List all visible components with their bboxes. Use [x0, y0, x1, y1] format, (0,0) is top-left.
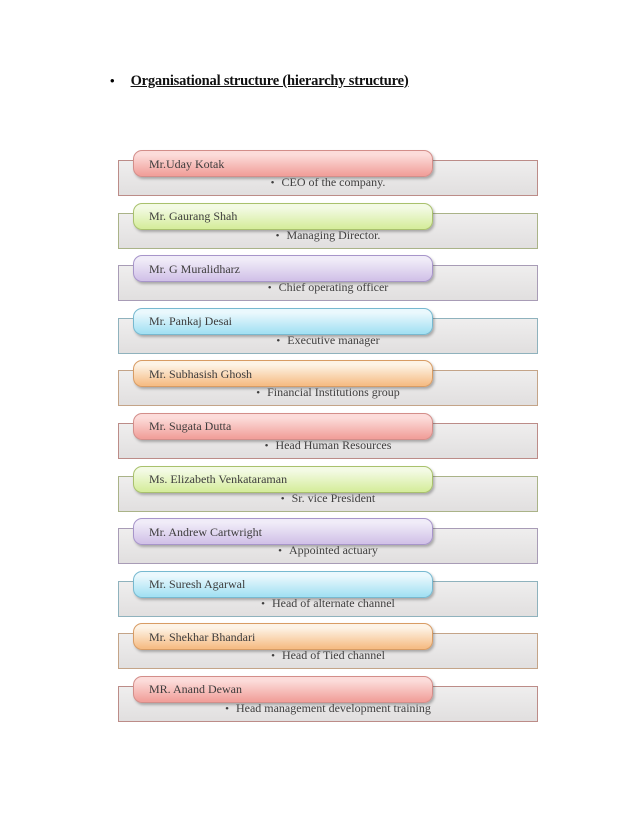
role-text: Head of Tied channel [281, 648, 385, 663]
name-label: Mr.Uday Kotak [149, 156, 225, 171]
role-text: Head Human Resources [275, 437, 392, 452]
org-hierarchy-list: • CEO of the company. Mr.Uday Kotak • Mana… [0, 150, 638, 729]
name-box: Mr. Suresh Agarwal [133, 570, 433, 598]
role-bullet: • [276, 334, 281, 347]
role-bullet: • [275, 229, 280, 242]
role-bullet: • [267, 282, 272, 295]
name-label: Mr. Gaurang Shah [149, 209, 238, 224]
name-label: Mr. Andrew Cartwright [149, 524, 262, 539]
role-text: CEO of the company. [281, 175, 386, 189]
role-label: • Head of Tied channel [119, 647, 537, 664]
org-item: • Sr. vice President Ms. Elizabeth Venkat… [0, 465, 638, 519]
role-text: Financial Institutions group [267, 385, 400, 400]
role-label: • Executive manager [119, 332, 537, 349]
org-item: • Financial Institutions group Mr. Subhas… [0, 360, 638, 413]
name-box: Ms. Elizabeth Venkataraman [133, 465, 433, 493]
role-bullet: • [264, 439, 269, 452]
role-bullet: • [271, 650, 275, 663]
name-box: Mr. Pankaj Desai [133, 307, 433, 335]
role-text: Executive manager [287, 332, 380, 347]
name-box: Mr. Andrew Cartwright [133, 518, 433, 546]
role-bullet: • [261, 597, 265, 610]
org-item: • Head management development training MR… [0, 675, 638, 729]
name-label: Mr. Sugata Dutta [149, 419, 232, 434]
name-label: Mr. Pankaj Desai [149, 314, 232, 329]
role-bullet: • [270, 177, 275, 189]
role-label: • Head of alternate channel [119, 595, 537, 612]
name-box: Mr. Shekhar Bhandari [133, 623, 433, 651]
name-box: Mr. Gaurang Shah [133, 202, 433, 230]
name-label: Ms. Elizabeth Venkataraman [149, 472, 288, 487]
org-item: • Head of alternate channel Mr. Suresh Ag… [0, 570, 638, 624]
role-label: • Head Human Resources [119, 437, 537, 454]
role-bullet: • [278, 545, 282, 558]
role-text: Sr. vice President [291, 490, 376, 505]
name-label: MR. Anand Dewan [149, 682, 242, 697]
role-label: • Managing Director. [119, 227, 537, 244]
name-box: Mr.Uday Kotak [133, 150, 433, 177]
role-text: Head management development training [235, 700, 431, 715]
name-label: Mr. Subhasish Ghosh [149, 366, 253, 381]
name-box: Mr. Subhasish Ghosh [133, 360, 433, 388]
role-text: Managing Director. [286, 227, 381, 242]
org-item: • Executive manager Mr. Pankaj Desai [0, 307, 638, 361]
org-item: • Appointed actuary Mr. Andrew Cartwright [0, 518, 638, 571]
name-label: Mr. G Muralidharz [149, 261, 240, 276]
org-item: • Head Human Resources Mr. Sugata Dutta [0, 412, 638, 466]
role-label: • Financial Institutions group [119, 384, 537, 401]
role-text: Head of alternate channel [271, 595, 395, 610]
role-bullet: • [225, 702, 229, 715]
role-text: Appointed actuary [288, 543, 378, 558]
name-box: MR. Anand Dewan [133, 675, 433, 703]
role-label: • CEO of the company. [119, 174, 537, 191]
page-title: Organisational structure (hierarchy stru… [130, 73, 409, 89]
title-row: • Organisational structure (hierarchy st… [110, 72, 409, 90]
role-label: • Head management development training [119, 700, 537, 717]
org-item: • Chief operating officer Mr. G Muralidha… [0, 255, 638, 308]
role-label: • Chief operating officer [119, 279, 537, 296]
org-item: • Head of Tied channel Mr. Shekhar Bhanda… [0, 623, 638, 676]
role-label: • Sr. vice President [119, 490, 537, 507]
name-label: Mr. Shekhar Bhandari [149, 629, 256, 644]
name-label: Mr. Suresh Agarwal [149, 577, 246, 592]
org-item: • CEO of the company. Mr.Uday Kotak [0, 150, 638, 203]
title-bullet: • [110, 73, 115, 88]
role-text: Chief operating officer [278, 280, 389, 295]
role-label: • Appointed actuary [119, 542, 537, 559]
name-box: Mr. G Muralidharz [133, 255, 433, 283]
role-bullet: • [256, 387, 261, 400]
name-box: Mr. Sugata Dutta [133, 412, 433, 440]
role-bullet: • [280, 492, 285, 505]
org-item: • Managing Director. Mr. Gaurang Shah [0, 202, 638, 256]
